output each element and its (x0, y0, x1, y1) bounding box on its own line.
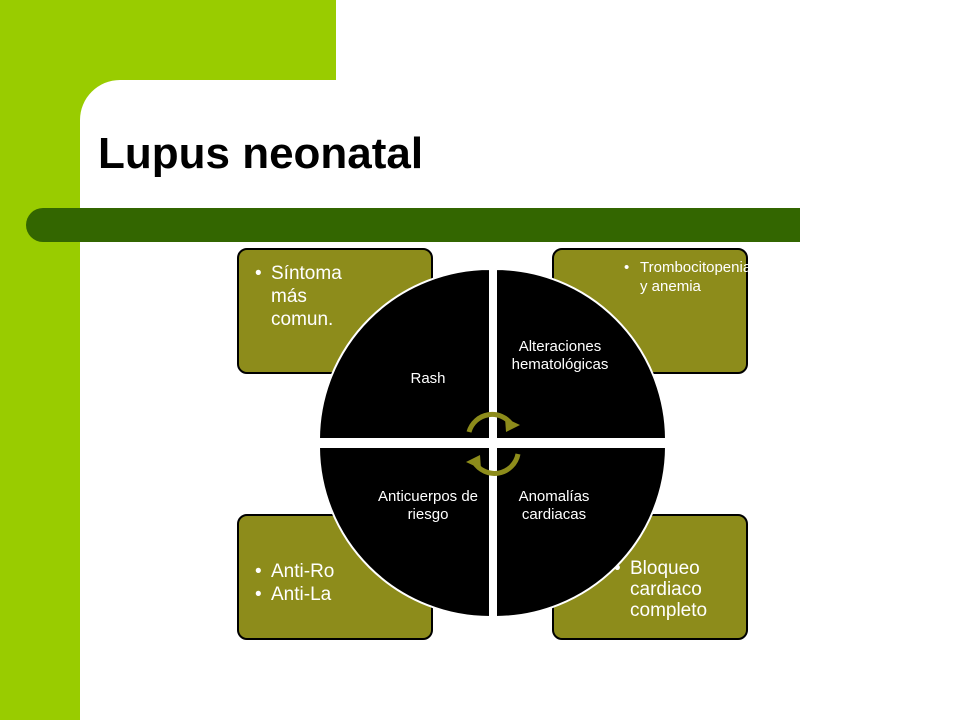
segment-hematologic-shape (495, 267, 668, 440)
segment-antibodies-shape (317, 446, 491, 619)
box-antibodies-item-1: Anti-Ro (255, 560, 334, 583)
left-green-bar (0, 0, 80, 720)
box-symptom-text: Síntoma más comun. (255, 262, 371, 331)
segment-cardiac-shape (495, 446, 668, 619)
segment-rash-shape (317, 267, 491, 440)
segment-rash-label: Rash (410, 370, 446, 387)
box-antibodies-item-2: Anti-La (255, 583, 334, 606)
box-hematologic-text: Trombocitopenia y anemia (624, 258, 751, 296)
segment-antibodies-label: Anticuerpos de riesgo (377, 488, 479, 523)
box-cardiac-text: Bloqueo cardiaco completo (614, 558, 740, 621)
segment-hematologic-label: Alteraciones hematológicas (511, 338, 609, 373)
segment-cardiac-label: Anomalías cardiacas (518, 488, 590, 523)
title-underline-bar (26, 208, 800, 242)
slide-title: Lupus neonatal (98, 129, 424, 178)
